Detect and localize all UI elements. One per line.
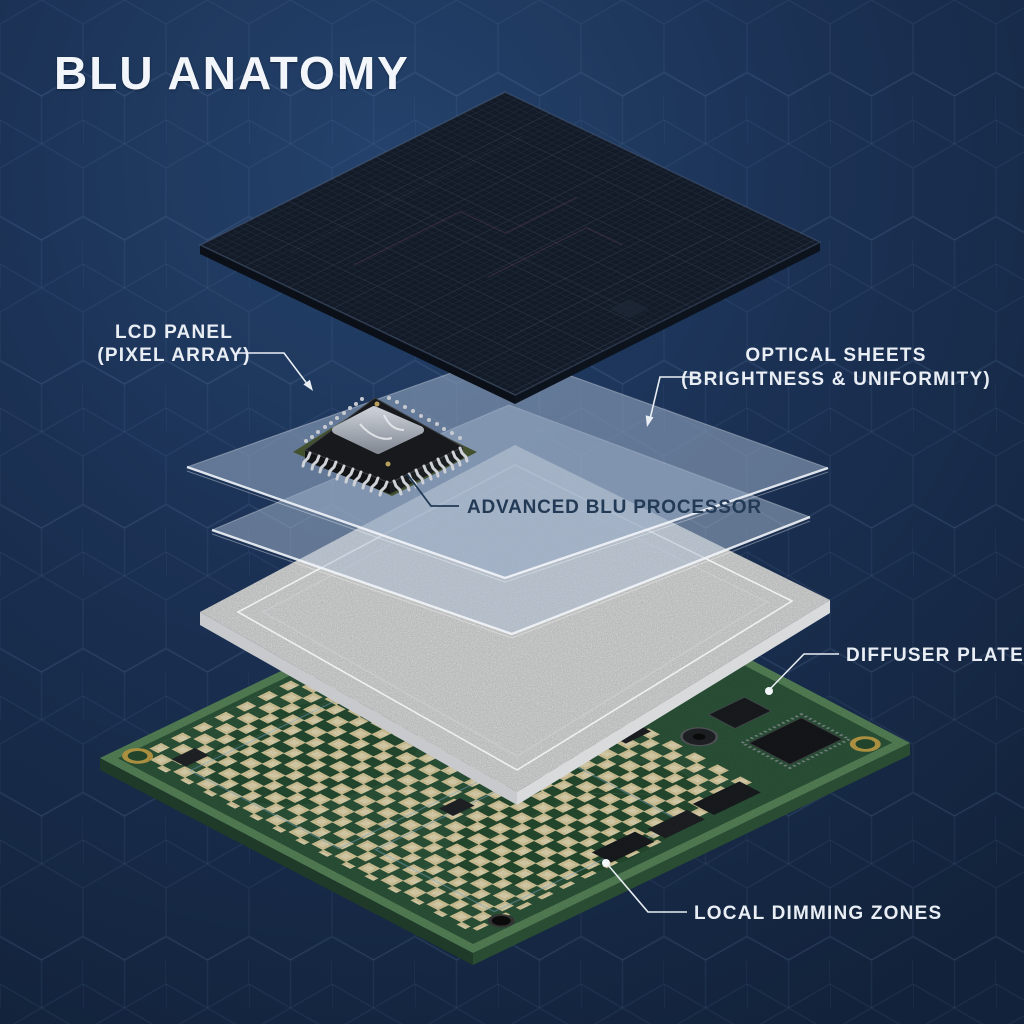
lcd-panel-layer: [198, 91, 822, 404]
diffuser-plate-leader-line: [769, 653, 839, 690]
title-word: ANATOMY: [167, 47, 410, 99]
chip-die: [332, 406, 424, 454]
callout-processor: ADVANCED BLU PROCESSOR: [406, 473, 762, 518]
lcd-panel-label-line1: LCD PANEL: [115, 322, 233, 343]
chip-logo-icon: [359, 414, 405, 440]
callout-diffuser-plate: DIFFUSER PLATE: [765, 645, 1024, 695]
optical-sheets-arrowhead-icon: [645, 415, 654, 427]
optical-sheets-leader-line: [649, 376, 699, 420]
callout-optical-sheets: OPTICAL SHEETS (BRIGHTNESS & UNIFORMITY): [645, 345, 991, 427]
optical-sheets-label-line2: (BRIGHTNESS & UNIFORMITY): [681, 369, 991, 390]
lcd-pink-traces: [352, 196, 623, 278]
lcd-panel-leader-line: [237, 352, 309, 386]
blu-processor-chip: [293, 396, 477, 497]
chip-pin-dots: [304, 396, 462, 443]
diffuser-plate-label: DIFFUSER PLATE: [846, 645, 1024, 666]
processor-leader-line: [406, 473, 459, 507]
callout-local-dimming: LOCAL DIMMING ZONES: [602, 859, 942, 924]
callout-lcd-panel: LCD PANEL (PIXEL ARRAY): [97, 322, 313, 391]
title-brand: BLU: [54, 47, 155, 99]
optical-sheets-label-line1: OPTICAL SHEETS: [745, 345, 926, 366]
lcd-panel-label-line2: (PIXEL ARRAY): [97, 345, 250, 366]
optical-sheet-upper: [186, 352, 829, 583]
lcd-panel-arrowhead-icon: [303, 379, 313, 391]
processor-label: ADVANCED BLU PROCESSOR: [467, 497, 762, 518]
local-dimming-leader-line: [607, 864, 687, 913]
local-dimming-label: LOCAL DIMMING ZONES: [694, 903, 942, 924]
